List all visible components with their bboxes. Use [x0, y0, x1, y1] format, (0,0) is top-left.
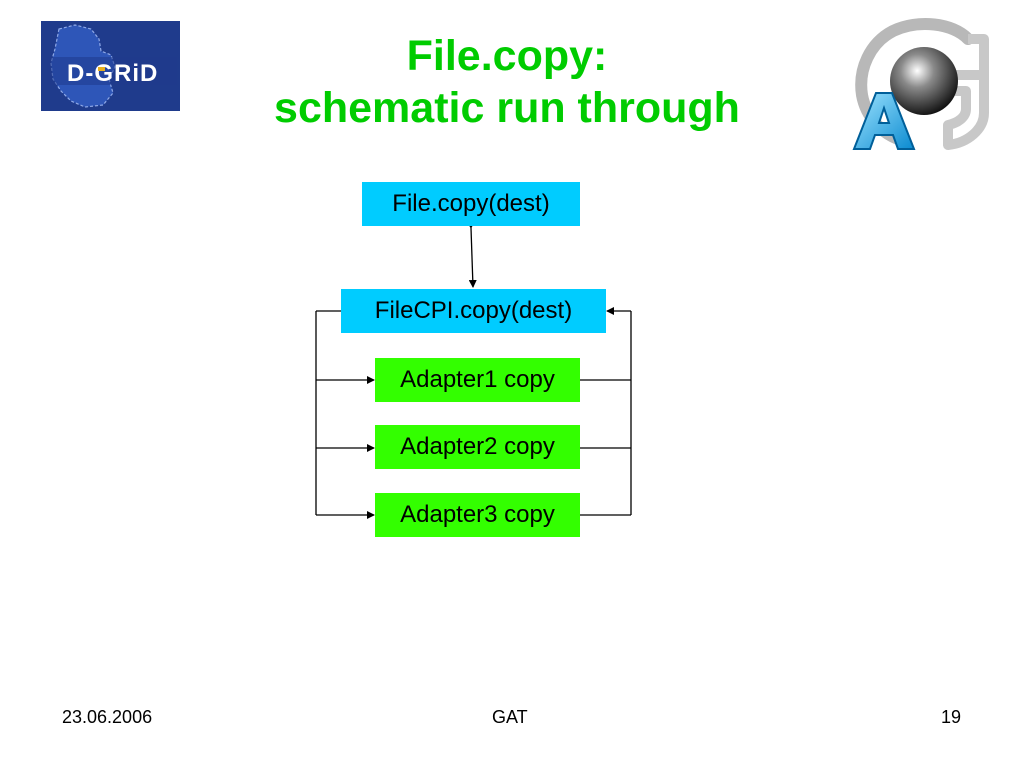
right-return-lines [580, 307, 632, 516]
file-to-filecpi-arrow [466, 220, 477, 288]
d-grid-logo: D-GRiD [41, 21, 180, 111]
title-line-2: schematic run through [274, 84, 740, 132]
filecpi-copy-box: FileCPI.copy(dest) [341, 289, 606, 333]
file-copy-box: File.copy(dest) [362, 182, 580, 226]
adapter2-label: Adapter2 copy [400, 433, 555, 460]
left-dispatch-lines [315, 310, 375, 519]
adapter1-label: Adapter1 copy [400, 366, 555, 393]
gat-logo [852, 18, 989, 150]
adapter1-box: Adapter1 copy [375, 358, 580, 402]
filecpi-copy-label: FileCPI.copy(dest) [374, 297, 573, 324]
footer-page-number: 19 [941, 707, 962, 727]
slide-title: File.copy: schematic run through [200, 30, 814, 134]
adapter3-box: Adapter3 copy [375, 493, 580, 537]
adapter2-box: Adapter2 copy [375, 425, 580, 469]
adapter3-label: Adapter3 copy [400, 501, 555, 528]
footer-center-label: GAT [492, 707, 528, 727]
svg-text:D-GRiD: D-GRiD [67, 60, 158, 87]
title-line-1: File.copy: [406, 32, 608, 80]
file-copy-label: File.copy(dest) [392, 190, 550, 217]
footer-date: 23.06.2006 [62, 707, 153, 727]
